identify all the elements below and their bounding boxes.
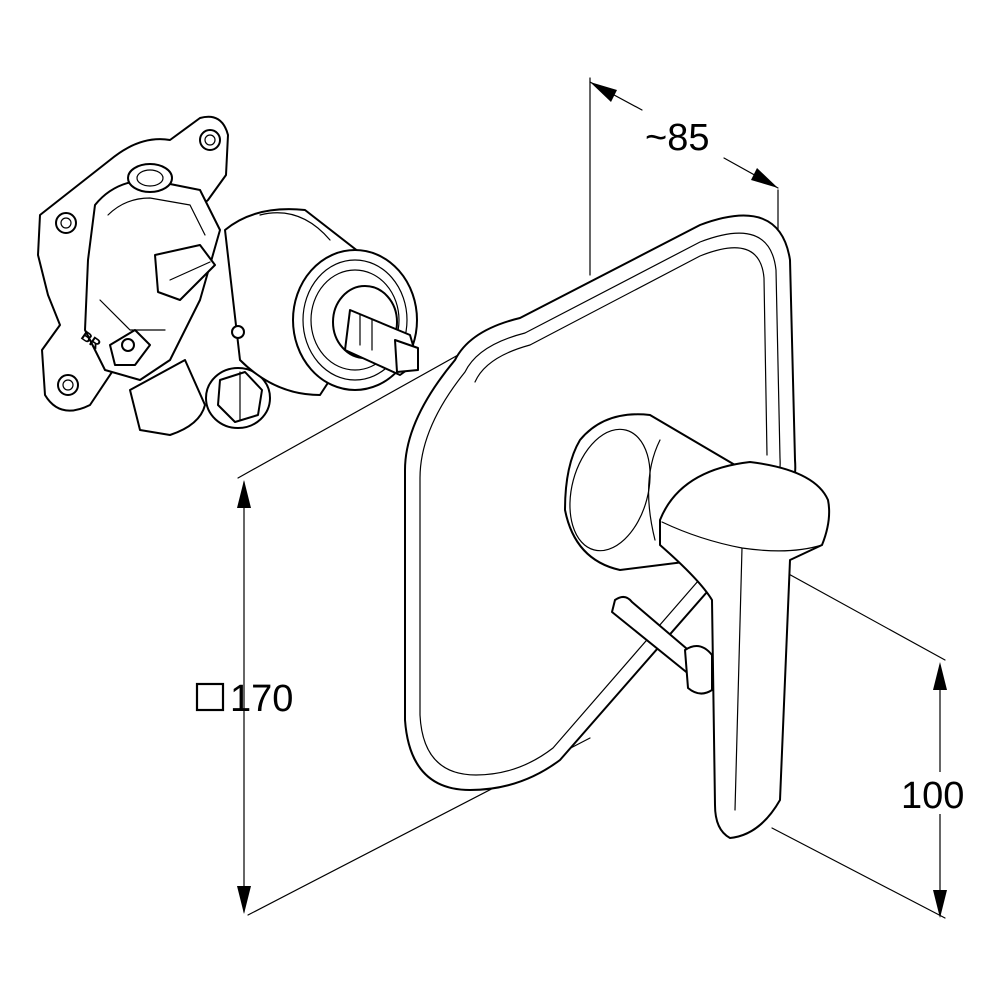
depth-arrow-left-icon <box>590 82 617 102</box>
size-arrow-bottom-icon <box>237 886 251 914</box>
dimension-depth: ~85 <box>589 81 779 189</box>
height-dimension-label: 100 <box>901 775 964 817</box>
square-symbol-icon <box>195 682 225 712</box>
size-dimension-label: 170 <box>230 678 293 720</box>
depth-dimension-label: ~85 <box>645 117 709 159</box>
mixer-lever <box>564 413 831 839</box>
dimension-handle-height: 100 <box>898 662 976 918</box>
dimension-plate-size: 170 <box>195 480 293 914</box>
height-arrow-top-icon <box>933 662 947 690</box>
depth-arrow-right-icon <box>751 168 778 188</box>
height-arrow-bottom-icon <box>933 890 947 918</box>
size-arrow-top-icon <box>237 480 251 508</box>
concealed-valve-body: BR <box>37 115 419 436</box>
